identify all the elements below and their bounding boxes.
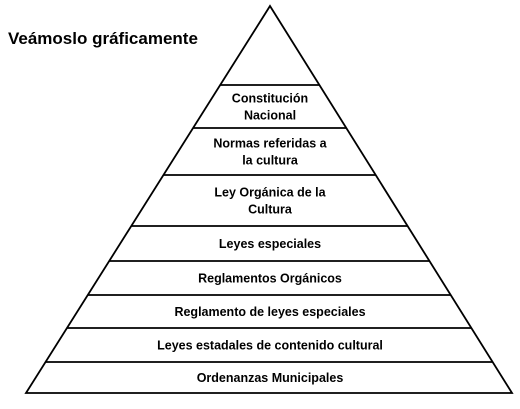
pyramid-dividers [45, 84, 493, 363]
pyramid-level-5: Reglamentos Orgánicos [198, 272, 342, 286]
pyramid-level-2: Normas referidas a la cultura [213, 137, 327, 168]
level-label: Constitución [232, 92, 308, 106]
level-label: Cultura [248, 203, 293, 217]
level-label: Reglamentos Orgánicos [198, 272, 342, 286]
level-label: Reglamento de leyes especiales [174, 305, 365, 319]
level-label: la cultura [242, 154, 299, 168]
level-label: Leyes especiales [219, 237, 321, 251]
level-label: Leyes estadales de contenido cultural [157, 339, 383, 353]
pyramid-level-3: Ley Orgánica de la Cultura [214, 186, 326, 217]
level-label: Ordenanzas Municipales [197, 371, 344, 385]
level-label: Normas referidas a [213, 137, 327, 151]
pyramid-outline [24, 4, 514, 394]
pyramid-level-6: Reglamento de leyes especiales [174, 305, 365, 319]
pyramid-level-8: Ordenanzas Municipales [197, 371, 344, 385]
page-title: Veámoslo gráficamente [8, 29, 198, 48]
level-label: Nacional [244, 109, 296, 123]
level-label: Ley Orgánica de la [214, 186, 326, 200]
pyramid-level-7: Leyes estadales de contenido cultural [157, 339, 383, 353]
pyramid-level-4: Leyes especiales [219, 237, 321, 251]
